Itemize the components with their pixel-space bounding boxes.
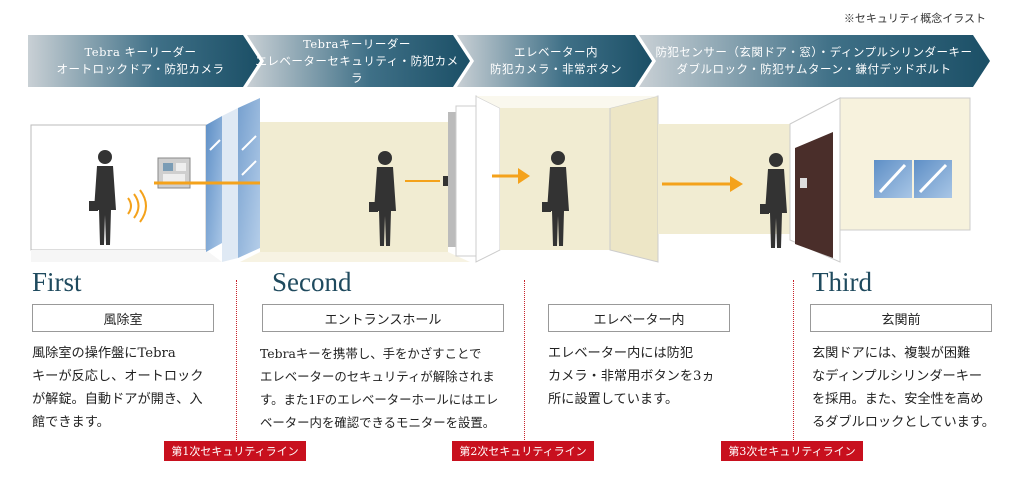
banner-1-line1: Tebra キーリーダー <box>84 45 197 59</box>
desc-second-line: Tebraキーを携帯し、手をかざすことで <box>260 346 482 361</box>
desc-first-line: が解錠。自動ドアが開き、入 <box>32 392 203 407</box>
auto-door-glass-2 <box>238 98 260 258</box>
desc-first: 風除室の操作盤にTebra キーが反応し、オートロック が解錠。自動ドアが開き、… <box>32 342 232 434</box>
banner-text-4: 防犯センサー（玄関ドア・窓）・ディンプルシリンダーキー ダブルロック・防犯サムタ… <box>646 35 982 87</box>
banner-2-line2: エレベーターセキュリティ・防犯カメラ <box>255 53 459 85</box>
building-scene-illustration <box>30 95 971 263</box>
banner-3-line2: 防犯カメラ・非常ボタン <box>490 62 622 76</box>
vestibule-floor <box>31 250 222 262</box>
place-vestibule: 風除室 <box>32 304 214 332</box>
banner-segment-4 <box>639 35 990 87</box>
banner-4-line1: 防犯センサー（玄関ドア・窓）・ディンプルシリンダーキー <box>655 45 973 59</box>
desc-elevator-line: エレベーター内には防犯 <box>548 346 694 361</box>
banner-3-line1: エレベーター内 <box>514 45 598 59</box>
banner-segment-2 <box>247 35 470 87</box>
desc-third-line: を採用。また、安全性を高め <box>812 392 984 407</box>
banner-text-3: エレベーター内 防犯カメラ・非常ボタン <box>466 35 646 87</box>
door-lock-icon <box>800 178 807 188</box>
place-elevator: エレベーター内 <box>548 304 730 332</box>
place-front-door: 玄関前 <box>810 304 992 332</box>
desc-second-line: す。また1Fのエレベーターホールにはエレ <box>260 392 499 407</box>
banner-4-line2: ダブルロック・防犯サムターン・鎌付デッドボルト <box>676 62 952 76</box>
elevator-car-right-wall <box>609 95 659 263</box>
stage-second-label: Second <box>272 267 352 297</box>
banner-segment-3 <box>457 35 652 87</box>
security-line-3-badge: 第3次セキュリティライン <box>721 441 863 461</box>
security-line-1-badge: 第1次セキュリティライン <box>164 441 306 461</box>
security-features-banner: Tebra キーリーダー オートロックドア・防犯カメラ Tebraキーリーダー … <box>28 35 990 87</box>
desc-elevator-line: カメラ・非常用ボタンを3ヵ <box>548 369 715 384</box>
desc-first-line: 館できます。 <box>32 415 110 430</box>
banner-segment-1 <box>28 35 260 87</box>
entrance-door <box>795 132 833 258</box>
desc-third-line: るダブルロックとしています。 <box>812 415 995 430</box>
orange-arrow-elevator <box>518 168 530 184</box>
desc-first-line: 風除室の操作盤にTebra <box>32 346 176 361</box>
security-divider-2 <box>524 280 525 442</box>
security-divider-3 <box>793 280 794 442</box>
desc-second-line: ベーター内を確認できるモニターを設置。 <box>260 415 496 430</box>
desc-second: Tebraキーを携帯し、手をかざすことで エレベーターのセキュリティが解除されま… <box>260 342 510 434</box>
entrance-hall-wall <box>260 122 448 252</box>
desc-elevator: エレベーター内には防犯 カメラ・非常用ボタンを3ヵ 所に設置しています。 <box>548 342 738 411</box>
security-line-2-badge: 第2次セキュリティライン <box>452 441 594 461</box>
banner-arrows <box>28 35 990 87</box>
desc-third-line: 玄関ドアには、複製が困難 <box>812 346 971 361</box>
banner-1-line2: オートロックドア・防犯カメラ <box>56 62 225 76</box>
desc-second-line: エレベーターのセキュリティが解除されま <box>260 369 495 384</box>
elevator-car-left-wall <box>475 95 501 263</box>
elevator-door-frame <box>448 112 456 247</box>
banner-text-1: Tebra キーリーダー オートロックドア・防犯カメラ <box>28 35 253 87</box>
banner-2-line1: Tebraキーリーダー <box>303 36 411 51</box>
banner-text-2: Tebraキーリーダー エレベーターセキュリティ・防犯カメラ <box>254 35 460 87</box>
concept-illustration-note: ※セキュリティ概念イラスト <box>843 12 986 25</box>
desc-third-line: なディンプルシリンダーキー <box>812 369 983 384</box>
elevator-reader-icon <box>443 176 449 186</box>
place-entrance-hall: エントランスホール <box>262 304 504 332</box>
desc-first-line: キーが反応し、オートロック <box>32 369 204 384</box>
orange-arrow-corridor <box>730 176 743 192</box>
stage-third-label: Third <box>812 267 872 297</box>
signal-wave-icon <box>127 189 147 223</box>
stage-first-label: First <box>32 267 82 297</box>
desc-third: 玄関ドアには、複製が困難 なディンプルシリンダーキー を採用。また、安全性を高め… <box>812 342 1012 434</box>
security-divider-1 <box>236 280 237 442</box>
desc-elevator-line: 所に設置しています。 <box>548 392 679 407</box>
